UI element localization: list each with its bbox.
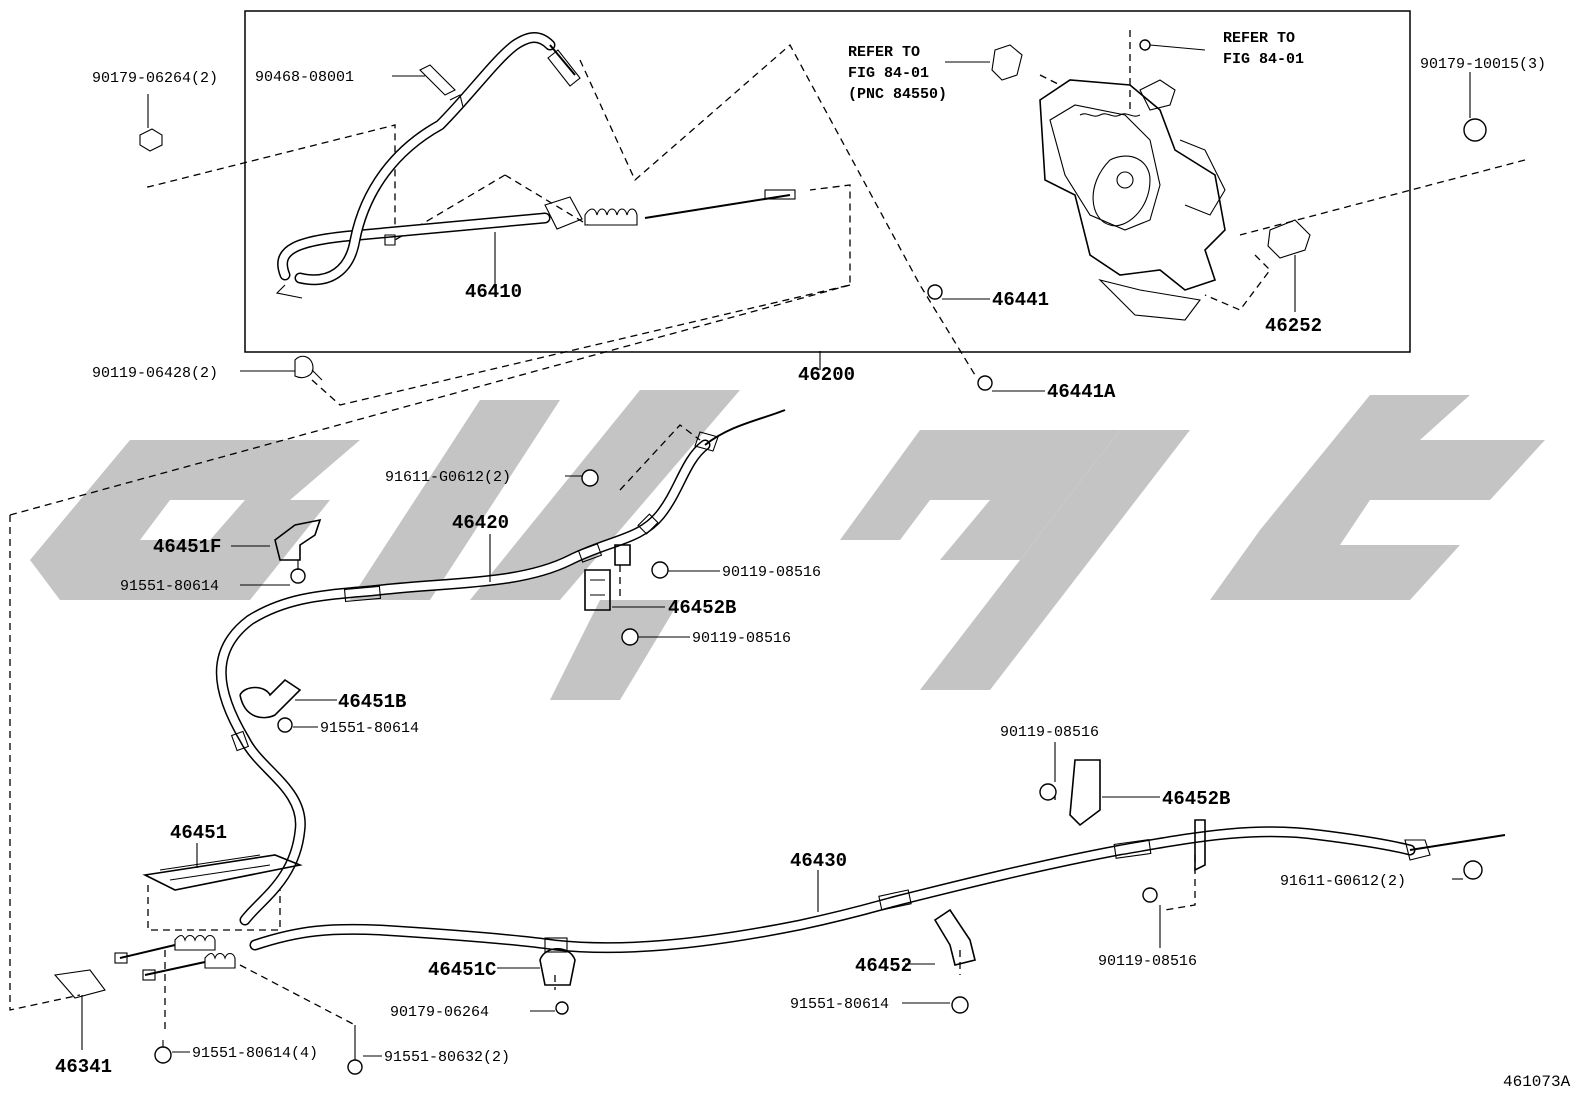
label-46452B-b: 46452B bbox=[1162, 788, 1230, 810]
rear-cable-46420 bbox=[215, 409, 786, 926]
label-90119-06428-2: 90119-06428(2) bbox=[92, 365, 218, 382]
label-46451F: 46451F bbox=[153, 536, 221, 558]
refer-note-1-line2: FIG 84-01 bbox=[848, 65, 929, 82]
label-91551-80614-4: 91551-80614(4) bbox=[192, 1045, 318, 1062]
label-91551-80614-c: 91551-80614 bbox=[790, 996, 889, 1013]
label-46441A: 46441A bbox=[1047, 381, 1116, 403]
watermark-logo bbox=[30, 390, 1545, 700]
rear-cable-46430 bbox=[249, 826, 1506, 954]
label-46451: 46451 bbox=[170, 822, 227, 844]
top-fasteners bbox=[139, 64, 456, 381]
assembly-frame bbox=[244, 10, 1411, 353]
refer-note-2-line1: REFER TO bbox=[1223, 30, 1295, 47]
refer-note-1-line3: (PNC 84550) bbox=[848, 86, 947, 103]
label-46452B-a: 46452B bbox=[668, 597, 736, 619]
brackets-clamps bbox=[239, 518, 1206, 986]
label-90119-08516-a: 90119-08516 bbox=[722, 564, 821, 581]
label-90179-06264: 90179-06264 bbox=[390, 1004, 489, 1021]
label-46430: 46430 bbox=[790, 850, 847, 872]
figure-number: 461073A bbox=[1503, 1073, 1571, 1091]
label-90119-08516-b: 90119-08516 bbox=[692, 630, 791, 647]
label-46200: 46200 bbox=[798, 364, 855, 386]
label-46410: 46410 bbox=[465, 281, 522, 303]
bolts-nuts bbox=[154, 469, 1483, 1075]
part-labels: 90179-06264(2) 90468-08001 46410 46441 4… bbox=[55, 30, 1571, 1091]
dashed-leaders bbox=[9, 30, 1526, 1030]
label-46341: 46341 bbox=[55, 1056, 112, 1078]
label-90119-08516-d: 90119-08516 bbox=[1098, 953, 1197, 970]
label-46441: 46441 bbox=[992, 289, 1049, 311]
label-46452: 46452 bbox=[855, 955, 912, 977]
label-91551-80614-a: 91551-80614 bbox=[120, 578, 219, 595]
label-90179-10015-3: 90179-10015(3) bbox=[1420, 56, 1546, 73]
label-46252: 46252 bbox=[1265, 315, 1322, 337]
label-46451C: 46451C bbox=[428, 959, 496, 981]
label-leader-lines bbox=[81, 44, 1471, 1057]
label-46451B: 46451B bbox=[338, 691, 406, 713]
label-90119-08516-c: 90119-08516 bbox=[1000, 724, 1099, 741]
label-91611-G0612-2-bottom: 91611-G0612(2) bbox=[1280, 873, 1406, 890]
equalizer-area bbox=[53, 854, 303, 999]
label-91551-80632-2: 91551-80632(2) bbox=[384, 1049, 510, 1066]
parking-brake-lever-assembly bbox=[927, 39, 1487, 391]
front-cable-46410 bbox=[275, 32, 796, 299]
refer-note-2-line2: FIG 84-01 bbox=[1223, 51, 1304, 68]
label-91611-G0612-2-top: 91611-G0612(2) bbox=[385, 469, 511, 486]
label-46420: 46420 bbox=[452, 512, 509, 534]
refer-note-1-line1: REFER TO bbox=[848, 44, 920, 61]
label-91551-80614-b: 91551-80614 bbox=[320, 720, 419, 737]
label-90179-06264-2: 90179-06264(2) bbox=[92, 70, 218, 87]
label-90468-08001: 90468-08001 bbox=[255, 69, 354, 86]
